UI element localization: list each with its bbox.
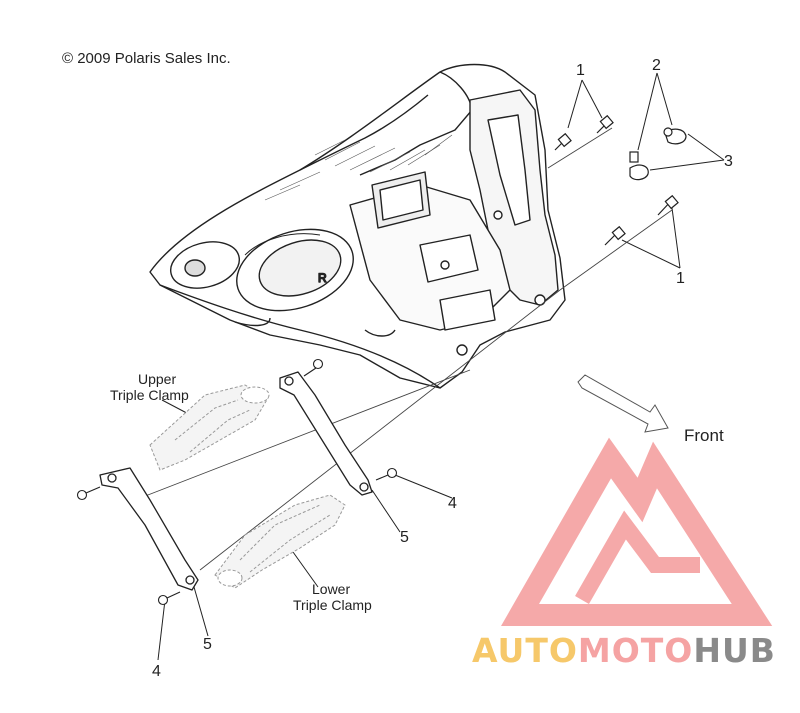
watermark-text: AUTOMOTOHUB: [472, 631, 776, 670]
label-upper-line1: Upper: [138, 371, 176, 387]
upper-triple-clamp: [149, 384, 270, 471]
label-lower-line2: Triple Clamp: [293, 597, 372, 613]
callout-2: 2: [652, 57, 661, 74]
callout-4-bottom: 4: [152, 663, 161, 680]
bracket-right: [279, 371, 373, 496]
front-arrow-icon: [577, 374, 669, 433]
mark-r: R: [318, 271, 327, 285]
lower-triple-clamp: [214, 494, 346, 589]
callout-5-bottom: 5: [203, 636, 212, 653]
callout-3: 3: [724, 153, 733, 170]
copyright-text: © 2009 Polaris Sales Inc.: [62, 50, 231, 67]
watermark-hub: HUB: [693, 631, 776, 670]
callout-1-top: 1: [576, 62, 585, 79]
watermark-logo: [501, 437, 773, 626]
headlight-housing: R: [149, 63, 566, 389]
watermark-moto: MOTO: [578, 631, 693, 670]
construction-lines: [134, 127, 673, 571]
label-lower-line1: Lower: [312, 581, 350, 597]
label-front: Front: [684, 426, 724, 445]
bolt-assembly-top: [554, 114, 687, 246]
label-upper-line2: Triple Clamp: [110, 387, 189, 403]
callout-1-right: 1: [676, 270, 685, 287]
bracket-left: [99, 467, 199, 591]
callout-4-right: 4: [448, 495, 457, 512]
watermark-auto: AUTO: [472, 631, 578, 670]
bolts-lower: [76, 358, 398, 606]
callout-5-right: 5: [400, 529, 409, 546]
